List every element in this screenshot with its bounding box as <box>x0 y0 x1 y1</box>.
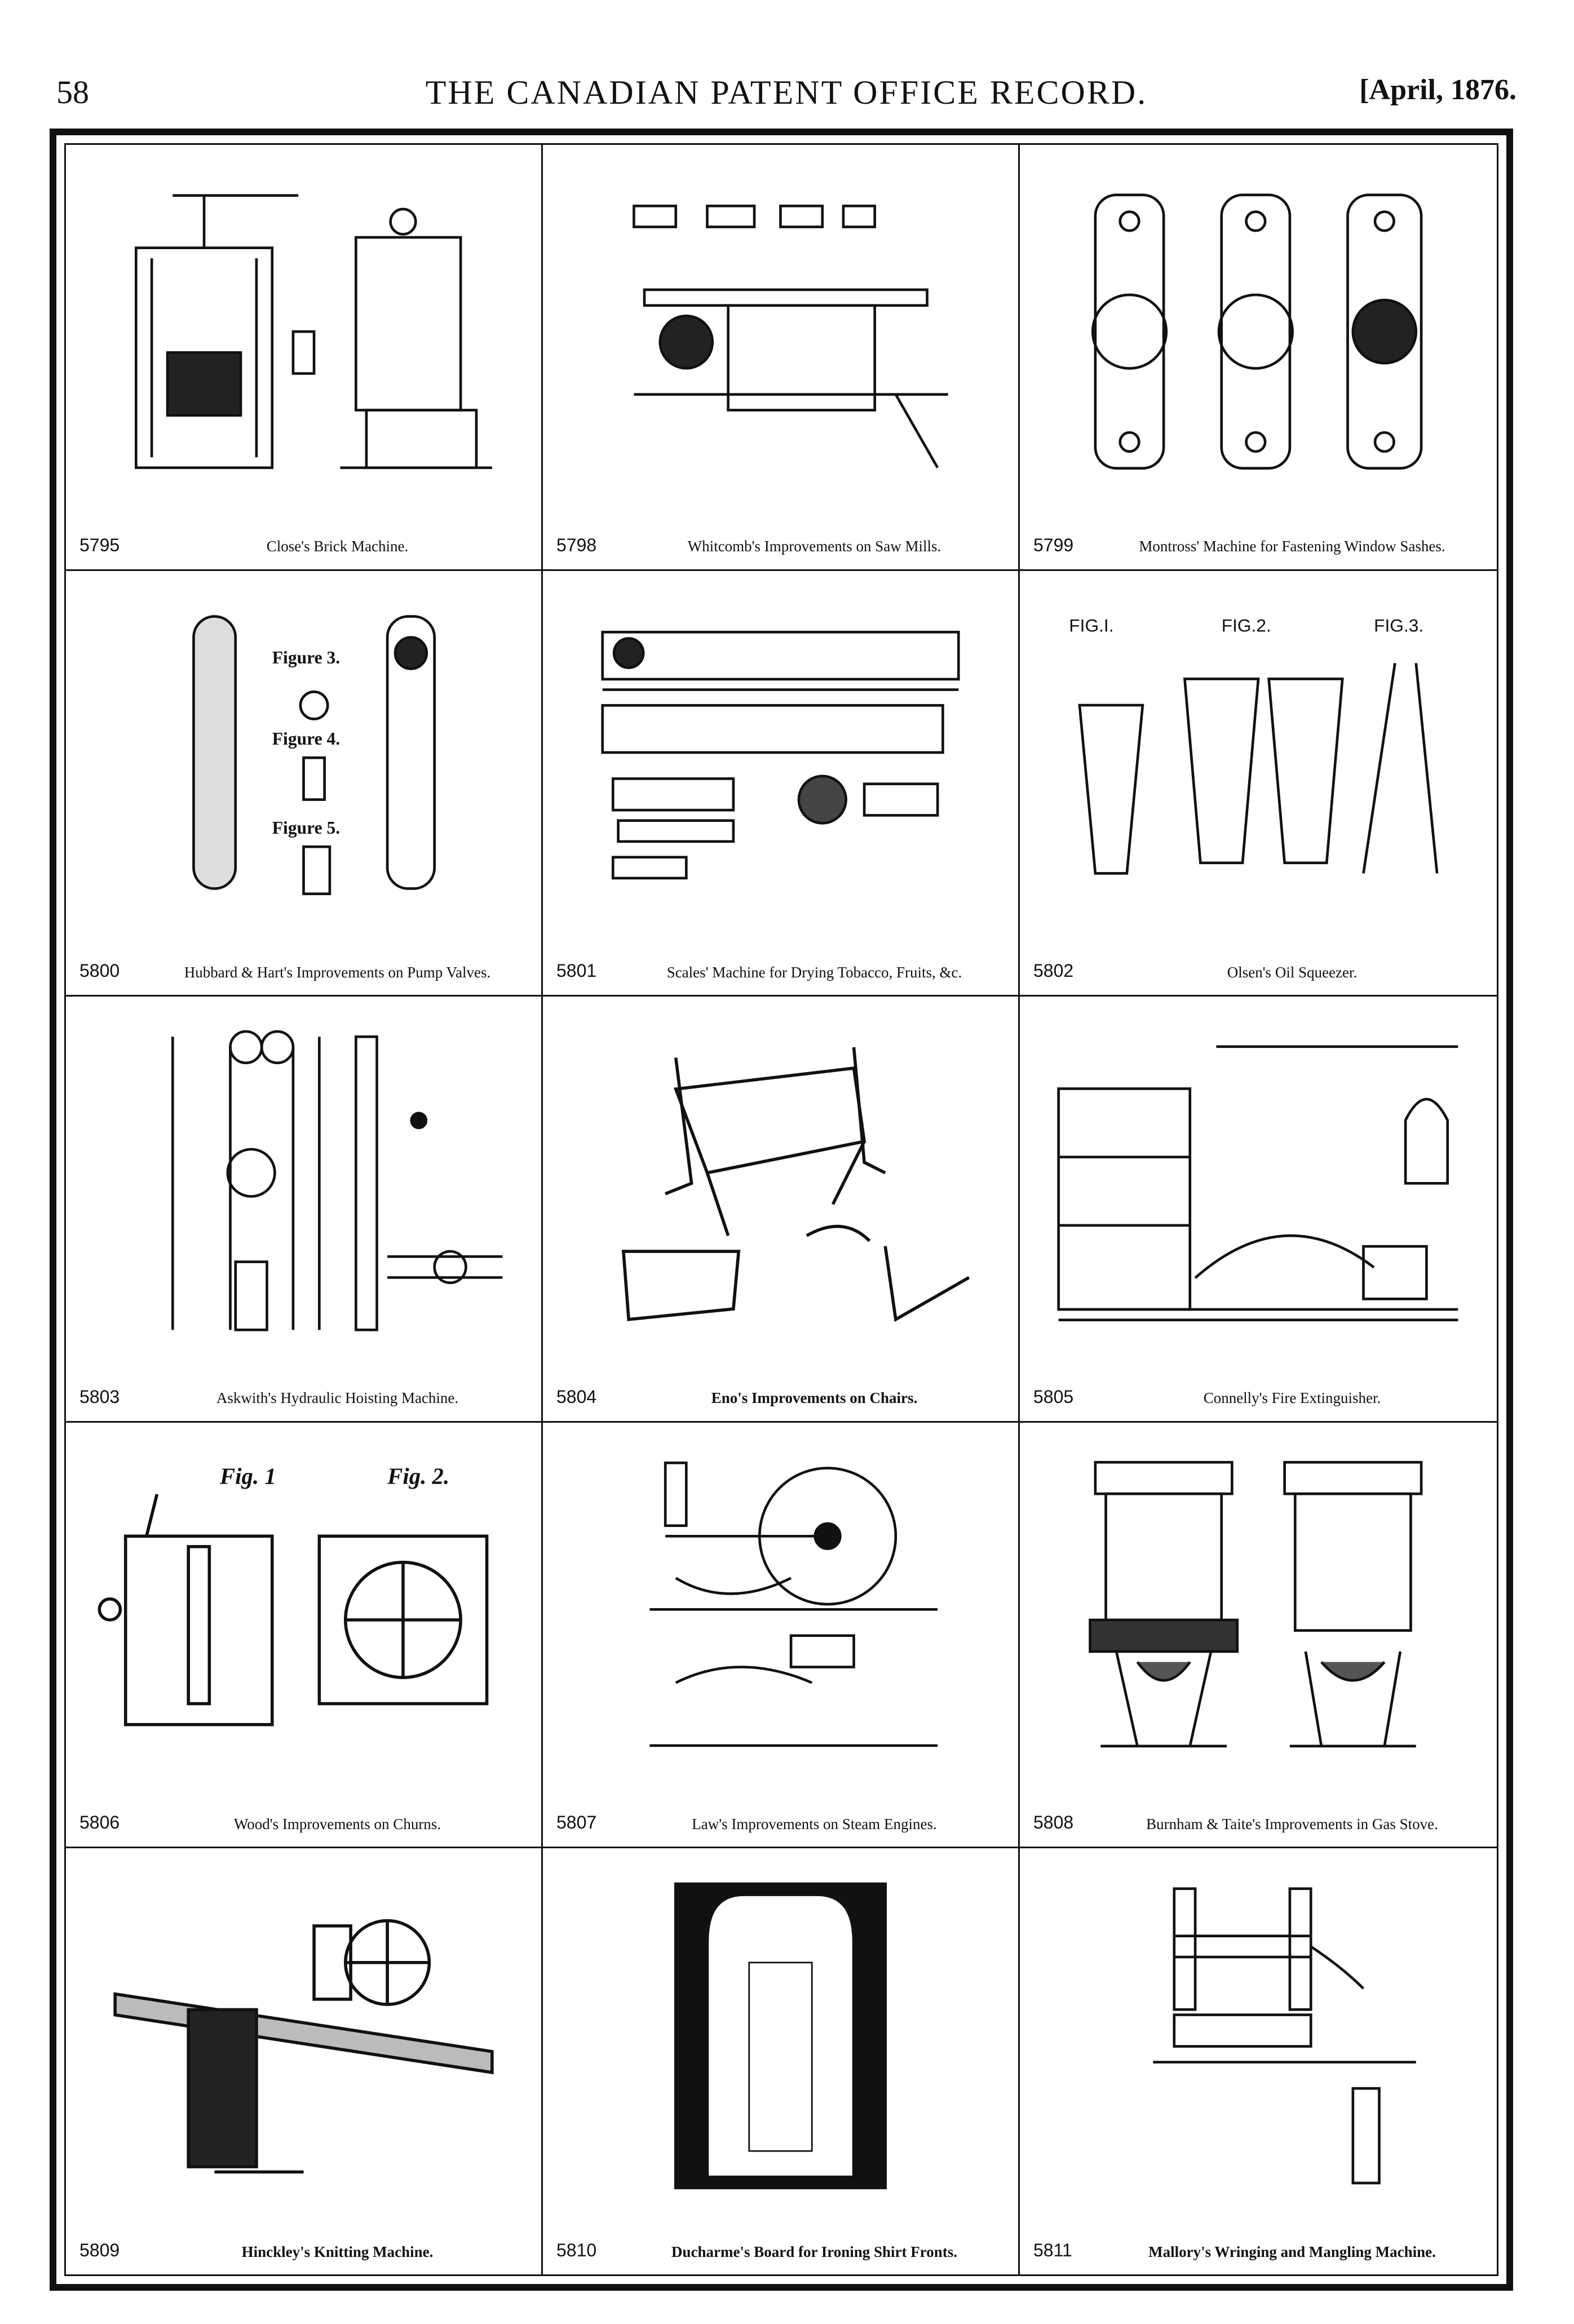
patent-drawing <box>571 1440 990 1779</box>
patent-drawing: Fig. 1 Fig. 2. <box>94 1440 513 1779</box>
patent-title: Scales' Machine for Drying Tobacco, Frui… <box>666 963 962 981</box>
patent-caption: 5799 Montross' Machine for Fastening Win… <box>1033 506 1483 560</box>
patent-title: Eno's Improvements on Chairs. <box>711 1389 918 1407</box>
patent-title: Hinckley's Knitting Machine. <box>241 2243 434 2260</box>
patent-drawing <box>571 162 990 502</box>
patent-number: 5805 <box>1033 1386 1074 1407</box>
patent-number: 5799 <box>1033 534 1074 555</box>
patent-caption: 5807 Law's Improvements on Steam Engines… <box>556 1783 1005 1838</box>
patent-cell-5806: Fig. 1 Fig. 2. 5806 Wood's Improvements … <box>66 1422 543 1849</box>
patent-number: 5801 <box>556 960 597 981</box>
patent-caption: 5800 Hubbard & Hart's Improvements on Pu… <box>79 932 528 986</box>
patent-drawing <box>1048 1440 1469 1779</box>
patent-number: 5798 <box>556 534 597 555</box>
patent-title: Law's Improvements on Steam Engines. <box>692 1816 937 1832</box>
patent-cell-5803: 5803 Askwith's Hydraulic Hoisting Machin… <box>66 997 543 1423</box>
patent-number: 5804 <box>556 1386 597 1407</box>
patent-number: 5811 <box>1033 2239 1072 2260</box>
patent-cell-5805: 5805 Connelly's Fire Extinguisher. <box>1020 997 1497 1423</box>
patent-title: Olsen's Oil Squeezer. <box>1227 963 1358 981</box>
patent-number: 5795 <box>79 534 120 555</box>
figure-label: FIG.I. <box>1069 615 1113 635</box>
patent-title: Burnham & Taite's Improvements in Gas St… <box>1146 1816 1438 1832</box>
patent-cell-5809: 5809 Hinckley's Knitting Machine. <box>66 1848 543 2274</box>
patent-caption: 5810 Ducharme's Board for Ironing Shirt … <box>556 2211 1005 2265</box>
patent-drawing <box>1048 1013 1469 1353</box>
patent-number: 5800 <box>79 960 120 981</box>
patent-number: 5807 <box>556 1812 597 1833</box>
figure-label: Figure 4. <box>272 729 340 749</box>
patent-cell-5810: 5810 Ducharme's Board for Ironing Shirt … <box>543 1848 1020 2274</box>
patent-cell-5799: 5799 Montross' Machine for Fastening Win… <box>1020 145 1497 571</box>
patent-number: 5809 <box>79 2239 120 2260</box>
patent-caption: 5811 Mallory's Wringing and Mangling Mac… <box>1033 2211 1483 2265</box>
patent-caption: 5801 Scales' Machine for Drying Tobacco,… <box>556 932 1005 986</box>
figure-label: Figure 5. <box>272 818 340 838</box>
patent-drawing <box>94 1865 513 2207</box>
patent-number: 5803 <box>79 1386 120 1407</box>
patent-cell-5798: 5798 Whitcomb's Improvements on Saw Mill… <box>543 145 1020 571</box>
patent-title: Whitcomb's Improvements on Saw Mills. <box>687 538 941 555</box>
patent-grid: 5795 Close's Brick Machine. 5798 Whitcom… <box>64 143 1498 2276</box>
figure-label: FIG.3. <box>1374 615 1423 635</box>
patent-title: Connelly's Fire Extinguisher. <box>1203 1389 1381 1407</box>
figure-label: Figure 3. <box>272 648 340 667</box>
patent-title: Mallory's Wringing and Mangling Machine. <box>1148 2243 1436 2260</box>
patent-caption: 5806 Wood's Improvements on Churns. <box>79 1783 528 1838</box>
page-title: THE CANADIAN PATENT OFFICE RECORD. <box>425 74 1148 111</box>
patent-cell-5807: 5807 Law's Improvements on Steam Engines… <box>543 1422 1020 1849</box>
patent-caption: 5802 Olsen's Oil Squeezer. <box>1033 932 1483 986</box>
patent-number: 5808 <box>1033 1812 1074 1833</box>
patent-caption: 5805 Connelly's Fire Extinguisher. <box>1033 1358 1483 1412</box>
patent-title: Close's Brick Machine. <box>266 538 409 555</box>
patent-cell-5800: Figure 3. Figure 4. Figure 5. 5800 Hubba… <box>66 570 543 997</box>
issue-date: [April, 1876. <box>1359 74 1516 106</box>
plate-frame: 5795 Close's Brick Machine. 5798 Whitcom… <box>50 129 1513 2291</box>
patent-drawing <box>571 588 990 928</box>
patent-drawing <box>94 162 513 502</box>
patent-drawing: FIG.I. FIG.2. FIG.3. <box>1048 588 1469 928</box>
patent-cell-5802: FIG.I. FIG.2. FIG.3. 5802 Olsen's Oil Sq… <box>1020 571 1497 997</box>
patent-title: Wood's Improvements on Churns. <box>233 1816 441 1832</box>
patent-title: Askwith's Hydraulic Hoisting Machine. <box>216 1389 459 1407</box>
patent-cell-5811: 5811 Mallory's Wringing and Mangling Mac… <box>1020 1848 1497 2274</box>
figure-label: FIG.2. <box>1222 615 1271 635</box>
figure-label: Fig. 2. <box>387 1463 449 1489</box>
patent-title: Ducharme's Board for Ironing Shirt Front… <box>671 2243 958 2260</box>
patent-caption: 5798 Whitcomb's Improvements on Saw Mill… <box>556 506 1005 560</box>
patent-caption: 5809 Hinckley's Knitting Machine. <box>79 2211 528 2265</box>
page-header: 58 THE CANADIAN PATENT OFFICE RECORD. [A… <box>56 68 1516 118</box>
patent-drawing <box>94 1013 513 1353</box>
patent-caption: 5808 Burnham & Taite's Improvements in G… <box>1033 1783 1483 1838</box>
patent-drawing <box>1048 162 1469 502</box>
patent-drawing <box>1048 1865 1469 2207</box>
patent-drawing <box>571 1013 990 1353</box>
patent-title: Hubbard & Hart's Improvements on Pump Va… <box>184 963 491 981</box>
patent-caption: 5804 Eno's Improvements on Chairs. <box>556 1358 1005 1412</box>
patent-number: 5810 <box>556 2239 597 2260</box>
figure-label: Fig. 1 <box>219 1463 276 1489</box>
page-number: 58 <box>56 74 89 110</box>
patent-drawing <box>571 1865 990 2207</box>
patent-drawing: Figure 3. Figure 4. Figure 5. <box>94 588 513 928</box>
patent-caption: 5803 Askwith's Hydraulic Hoisting Machin… <box>79 1358 528 1412</box>
patent-number: 5802 <box>1033 960 1074 981</box>
patent-title: Montross' Machine for Fastening Window S… <box>1139 538 1445 555</box>
patent-caption: 5795 Close's Brick Machine. <box>79 506 528 560</box>
patent-cell-5808: 5808 Burnham & Taite's Improvements in G… <box>1020 1423 1497 1849</box>
patent-cell-5804: 5804 Eno's Improvements on Chairs. <box>543 997 1020 1423</box>
patent-number: 5806 <box>79 1812 120 1833</box>
patent-cell-5795: 5795 Close's Brick Machine. <box>66 145 543 571</box>
patent-cell-5801: 5801 Scales' Machine for Drying Tobacco,… <box>543 570 1020 997</box>
